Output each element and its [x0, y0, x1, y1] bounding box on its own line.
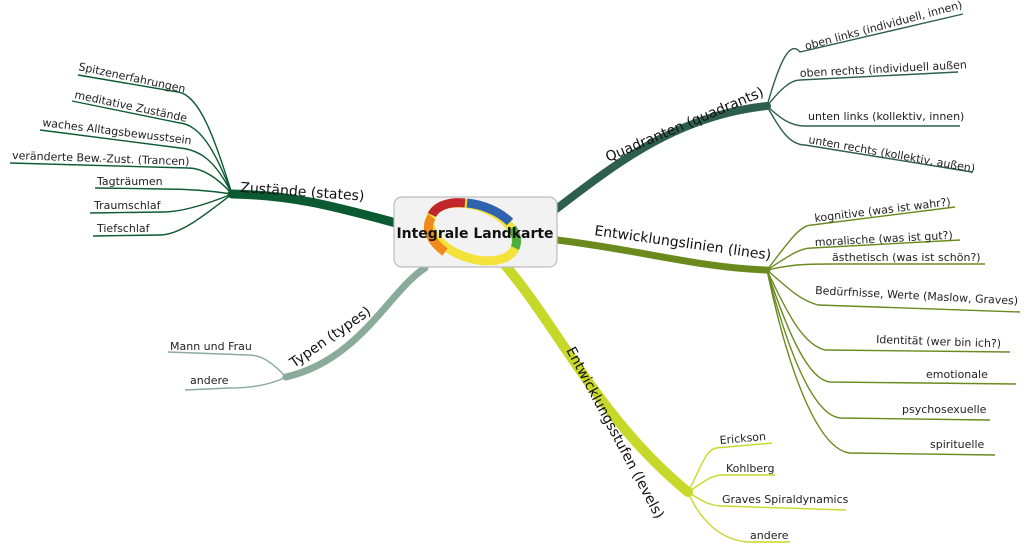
lines-item: ästhetisch (was ist schön?) [832, 251, 981, 264]
branch-levels-label: Entwicklungsstufen (levels) [562, 344, 666, 521]
states-item: Tagträumen [96, 175, 163, 188]
states-item: Tiefschlaf [96, 222, 151, 235]
branch-types-line [282, 264, 429, 381]
levels-item: Graves Spiraldynamics [722, 493, 849, 506]
types-item: Mann und Frau [170, 340, 252, 353]
levels-twigs [687, 442, 847, 543]
lines-item: spirituelle [930, 438, 985, 451]
lines-item: emotionale [926, 368, 988, 381]
lines-item: moralische (was ist gut?) [814, 229, 953, 249]
types-twigs [167, 351, 287, 391]
lines-item: Identität (wer bin ich?) [876, 333, 1001, 350]
branch-quadrants-label: Quadranten (quadrants) [603, 84, 766, 165]
center-node: Integrale Landkarte [393, 196, 558, 268]
states-item: meditative Zustände [73, 88, 188, 125]
branch-levels-line [500, 260, 693, 497]
quadrants-item: oben links (individuell, innen) [803, 0, 963, 53]
quadrants-item: oben rechts (individuell außen [799, 58, 967, 80]
lines-item: Bedürfnisse, Werte (Maslow, Graves) [815, 284, 1019, 308]
quadrants-item: unten rechts (kollektiv, außen) [807, 133, 976, 175]
center-title: Integrale Landkarte [396, 226, 553, 242]
branch-quadrants-line [551, 102, 771, 214]
integral-logo-icon [424, 198, 522, 266]
levels-item: Kohlberg [726, 462, 775, 475]
types-item: andere [190, 374, 229, 387]
lines-item: psychosexuelle [902, 403, 987, 416]
levels-item: andere [750, 529, 789, 542]
branch-states-line [227, 189, 401, 228]
levels-item: Erickson [719, 430, 766, 447]
states-item: veränderte Bew.-Zust. (Trancen) [12, 149, 190, 168]
quadrants-item: unten links (kollektiv, innen) [808, 110, 964, 123]
lines-item: kognitive (was ist wahr?) [814, 195, 952, 225]
quadrants-twigs [766, 13, 973, 173]
states-twigs [9, 74, 233, 237]
states-item: Traumschlaf [93, 199, 162, 212]
branch-lines-line [553, 236, 771, 274]
lines-twigs [766, 206, 1021, 456]
